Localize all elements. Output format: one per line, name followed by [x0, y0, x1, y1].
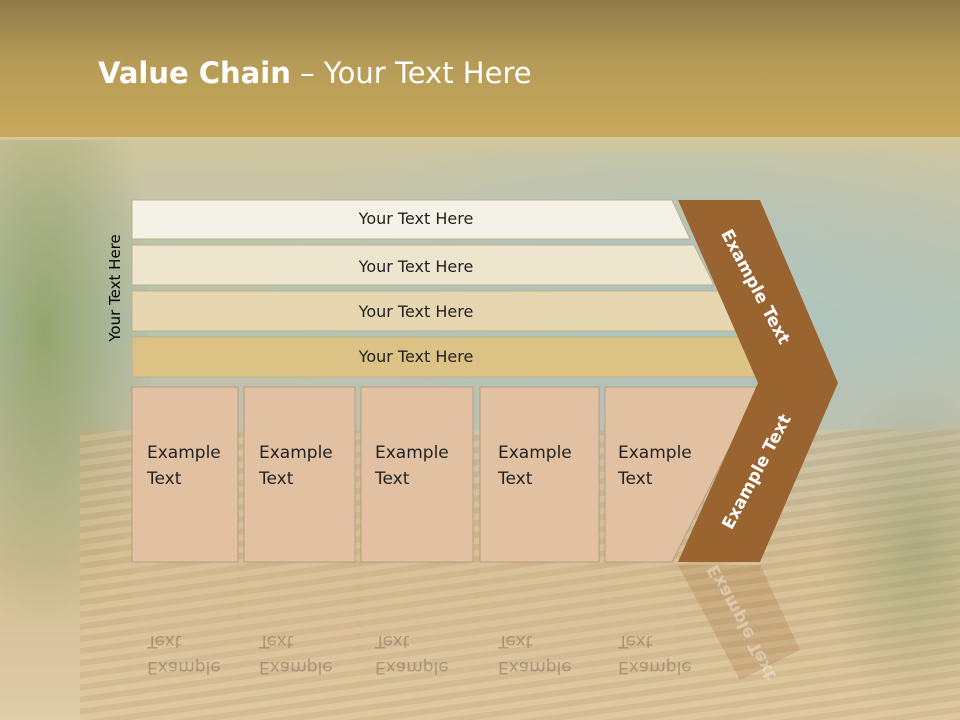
activity-box-4 — [479, 386, 600, 563]
slide-title-rest: – Your Text Here — [290, 56, 532, 90]
row-label-3: Your Text Here — [358, 302, 474, 321]
slide-title: Value Chain – Your Text Here — [98, 56, 532, 90]
background-grass — [820, 380, 960, 720]
activity-box-1 — [131, 386, 239, 563]
row-label-4: Your Text Here — [358, 347, 474, 366]
reflection-group — [132, 565, 675, 675]
slide-title-bold: Value Chain — [98, 56, 291, 90]
row-bar-2 — [131, 244, 715, 286]
row-label-1: Your Text Here — [358, 209, 474, 228]
value-chevron — [678, 200, 838, 562]
background-foliage — [0, 140, 150, 620]
activity-box-3 — [360, 386, 474, 563]
title-band: Value Chain – Your Text Here — [0, 0, 960, 137]
activity-box-5 — [604, 386, 761, 563]
row-bar-1 — [131, 199, 691, 240]
activity-box-2 — [243, 386, 356, 563]
side-label: Your Text Here — [106, 234, 124, 342]
row-label-2: Your Text Here — [358, 257, 474, 276]
chevron-reflection — [678, 565, 800, 680]
